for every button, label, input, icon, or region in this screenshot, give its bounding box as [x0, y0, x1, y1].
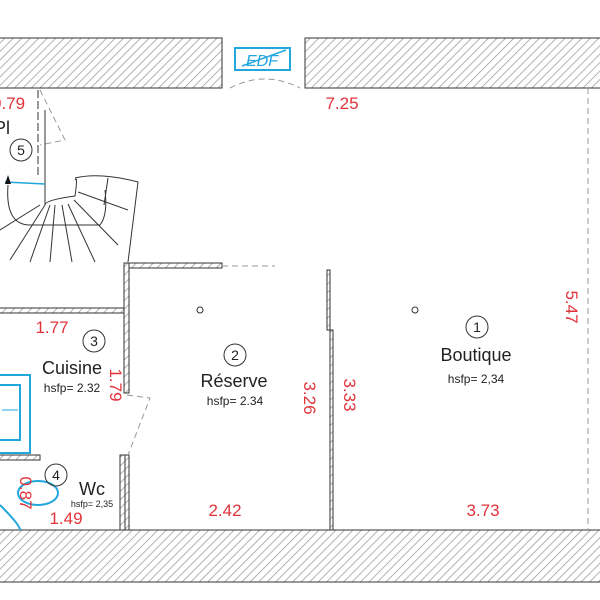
edf-door-arc — [229, 78, 301, 89]
dim-boutique-height: 3.33 — [340, 378, 359, 411]
wc-top-wall — [0, 454, 41, 461]
dim-left-top: 0.79 — [0, 94, 25, 113]
reserve-left-wall — [123, 262, 130, 394]
wc-right-wall — [119, 454, 126, 531]
toilet-fixture — [0, 480, 59, 531]
bottom-wall — [0, 529, 600, 583]
dim-wc-width: 1.49 — [49, 509, 82, 528]
edf-label: EDF — [246, 53, 279, 70]
partition-wall — [326, 269, 331, 331]
dim-boutique-width: 3.73 — [466, 501, 499, 520]
ceiling-light-icon — [196, 306, 204, 314]
cuisine-door — [126, 394, 151, 456]
dim-cuisine-height: 1.79 — [106, 368, 125, 401]
ceiling-light-icon — [411, 306, 419, 314]
dim-right-height: 5.47 — [562, 290, 581, 323]
room-number-circle — [9, 138, 33, 162]
room-number-circle — [82, 329, 106, 353]
cuisine-top-wall — [0, 307, 125, 314]
dim-wc-height: 0.87 — [16, 476, 35, 509]
room-name: Pl — [0, 118, 10, 138]
dim-reserve-width: 2.42 — [208, 501, 241, 520]
room-number-circle — [465, 315, 489, 339]
room-number: 5 — [17, 142, 25, 158]
room-hsfp: hsfp= 2,35 — [71, 499, 113, 509]
room-number: 1 — [473, 319, 481, 335]
room-hsfp: hsfp= 2.32 — [44, 381, 101, 395]
dim-reserve-height: 3.26 — [300, 381, 319, 414]
stair-door — [39, 89, 66, 146]
dim-top-width: 7.25 — [325, 94, 358, 113]
partition-wall-lower — [329, 329, 334, 531]
room-name: Boutique — [440, 345, 511, 365]
room-name: Wc — [79, 479, 105, 499]
staircase — [0, 90, 139, 263]
edf-meter: EDF — [234, 47, 291, 71]
room-number-circle — [223, 343, 247, 367]
room-number: 3 — [90, 333, 98, 349]
top-wall-left — [0, 37, 223, 89]
reserve-top-wall — [123, 262, 223, 269]
room-number-circle — [44, 463, 68, 487]
room-number: 4 — [52, 467, 60, 483]
dim-cuisine-width: 1.77 — [35, 318, 68, 337]
top-wall-right — [304, 37, 600, 89]
room-hsfp: hsfp= 2,34 — [448, 372, 505, 386]
room-number: 2 — [231, 347, 239, 363]
room-name: Réserve — [200, 371, 267, 391]
room-name: Cuisine — [42, 358, 102, 378]
sink-fixture — [0, 374, 31, 454]
room-hsfp: hsfp= 2.34 — [207, 394, 264, 408]
